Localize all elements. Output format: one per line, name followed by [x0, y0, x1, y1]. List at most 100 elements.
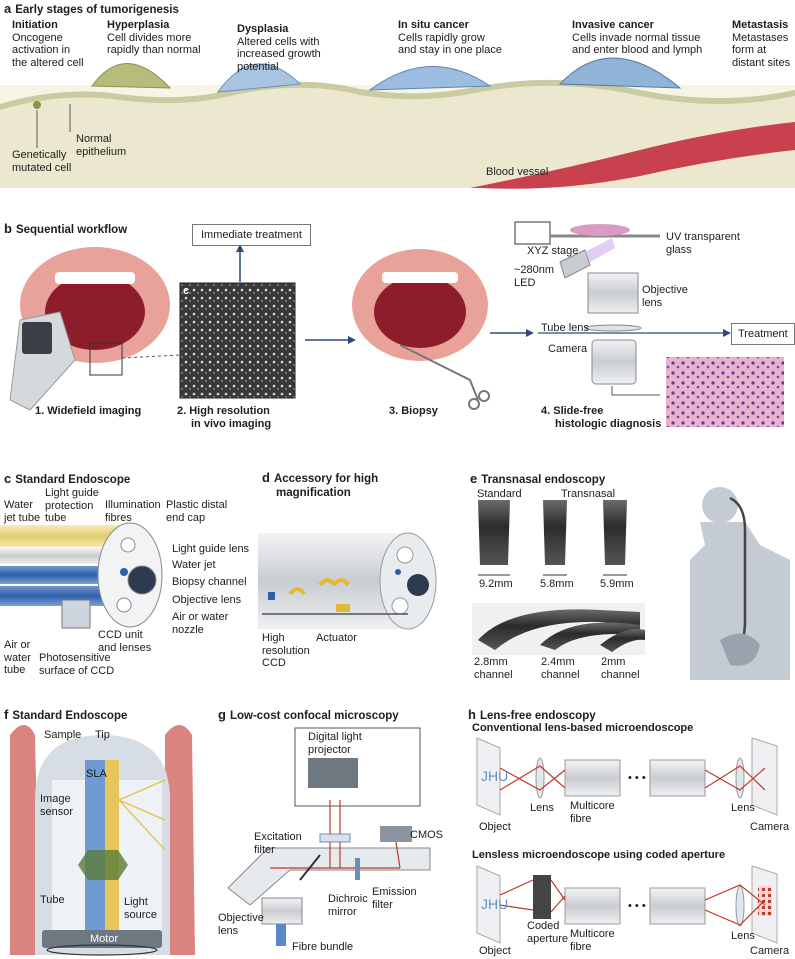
- mutated-cell-marker: [33, 101, 41, 109]
- label-photosensitive: Photosensitive surface of CCD: [39, 652, 114, 677]
- acc-objective: [407, 574, 429, 596]
- projector-lens: [308, 758, 358, 788]
- object-plane-2: [476, 865, 501, 944]
- label-object-1: Object: [479, 821, 511, 833]
- motor: [42, 930, 162, 948]
- object-plane-1: [476, 737, 501, 816]
- panel-a-letter: a: [4, 1, 12, 16]
- label-line: CCD unit: [98, 629, 143, 641]
- label-line: surface of CCD: [39, 664, 115, 677]
- label-coded: Coded aperture: [527, 920, 568, 945]
- camera-body: [591, 339, 637, 385]
- stage-desc-line: rapidly than normal: [107, 44, 201, 56]
- label-line: fibre: [570, 940, 592, 953]
- fibre-1b: [649, 759, 706, 797]
- body-head: [702, 487, 738, 523]
- stage-title: Invasive cancer: [572, 19, 654, 31]
- label-line: protection: [45, 499, 94, 512]
- stomach: [720, 633, 760, 666]
- label-c2: 2.4mm channel: [541, 656, 580, 681]
- label-line: Emission: [372, 886, 417, 898]
- fibre-2b: [649, 887, 706, 925]
- label-line: 4. Slide-free: [541, 405, 604, 417]
- label-line: jet tube: [4, 511, 41, 524]
- scope-standard: [478, 500, 510, 565]
- coded-aperture: [533, 875, 551, 919]
- stage-invasive: Invasive cancer Cells invade normal tiss…: [572, 19, 702, 57]
- stage-desc-line: and stay in one place: [398, 44, 502, 56]
- lens-2: [735, 757, 745, 799]
- fibre-1a: [564, 759, 621, 797]
- lens-3: [735, 885, 745, 927]
- label-line: Digital light: [308, 731, 362, 743]
- device-screen: [22, 322, 52, 354]
- label-line: Objective: [642, 284, 688, 296]
- label-projector: Digital light projector: [308, 731, 362, 756]
- label-line: sensor: [40, 805, 74, 818]
- mouth-2-teeth: [382, 272, 458, 283]
- label-line: source: [124, 908, 158, 921]
- stage-title: Metastasis: [732, 19, 789, 31]
- label-line: Plastic distal: [166, 499, 228, 511]
- dichroic-mirror: [299, 854, 321, 881]
- panel-h-subtitle-1: Conventional lens-based microendoscope: [472, 722, 694, 734]
- rotation-arrow: [46, 944, 158, 956]
- channel-scope-3: [600, 629, 645, 652]
- label-lens-3: Lens: [731, 930, 755, 942]
- label-normal-epithelium: Normal epithelium: [76, 133, 126, 158]
- hyperplasia-mound: [91, 63, 172, 89]
- label-hr-ccd: High resolution CCD: [262, 632, 310, 670]
- label-line: glass: [666, 243, 692, 256]
- arrow-immediate-head: [236, 244, 244, 252]
- rays-2: [499, 879, 766, 926]
- label-line: Multicore: [570, 928, 615, 940]
- stage-title: In situ cancer: [398, 19, 469, 31]
- stage-initiation: Initiation Oncogene activation in the al…: [12, 19, 84, 69]
- label-line: lens: [218, 924, 239, 937]
- panel-g-letter: g: [218, 707, 226, 722]
- tube-lens: [584, 324, 642, 332]
- label-cmos: CMOS: [410, 829, 443, 841]
- arrow-treatment-head: [723, 329, 731, 337]
- stage-desc-line: Cells invade normal tissue: [572, 31, 701, 44]
- stage-desc-line: distant sites: [732, 56, 791, 69]
- label-camera-1: Camera: [750, 821, 790, 833]
- camera-to-image: [611, 386, 660, 396]
- label-objective-b: Objective lens: [642, 284, 688, 309]
- lens-1: [535, 757, 545, 799]
- label-line: High: [262, 632, 285, 644]
- zoom-dashed-line: [121, 354, 181, 359]
- label-line: Light guide: [45, 487, 99, 499]
- label-lens-1: Lens: [530, 802, 554, 814]
- label-line: channel: [541, 668, 580, 681]
- label-line: resolution: [262, 644, 310, 657]
- mouth-2-cavity: [374, 276, 466, 348]
- label-line: 2.8mm: [474, 656, 508, 668]
- label-line: ~280nm: [514, 264, 555, 276]
- label-line: Normal: [76, 133, 112, 145]
- coded-image: [758, 886, 772, 916]
- label-sample: Sample: [44, 729, 82, 741]
- stage-title: Initiation: [12, 19, 58, 31]
- invivo-image-letter: c: [183, 285, 190, 297]
- label-motor: Motor: [90, 933, 119, 945]
- mirror-1: [288, 587, 306, 596]
- panel-f-title-text: Standard Endoscope: [12, 710, 128, 722]
- epithelium-layer: [0, 79, 795, 110]
- label-line: Objective: [218, 912, 264, 924]
- label-line: Illumination: [105, 499, 161, 511]
- label-c1: 2.8mm channel: [474, 656, 513, 681]
- label-light-guide-tube: Light guide protection tube: [45, 487, 99, 525]
- label-line: aperture: [527, 932, 568, 945]
- stage-metastasis: Metastasis Metastases form at distant si…: [732, 19, 790, 69]
- label-d3: 5.9mm: [600, 578, 634, 590]
- imaging-roi: [89, 342, 123, 376]
- label-emission: Emission filter: [372, 886, 417, 911]
- ccd-unit: [61, 599, 91, 629]
- dots-1: • • •: [628, 772, 646, 784]
- label-line: projector: [308, 743, 351, 756]
